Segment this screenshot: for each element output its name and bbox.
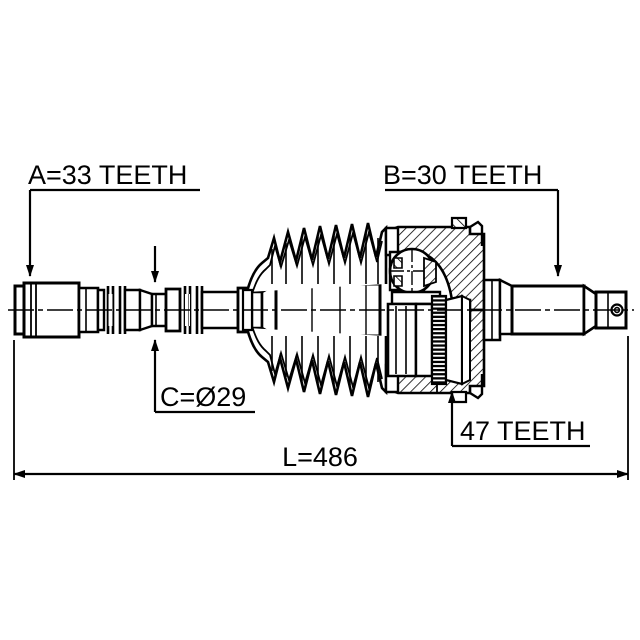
- dimension-overall-length: [13, 336, 629, 480]
- leader-spline-b: [385, 188, 562, 277]
- label-spline-b: B=30 TEETH: [383, 160, 542, 190]
- dimension-lines: [13, 188, 629, 480]
- label-overall-length: L=486: [282, 442, 358, 472]
- left-spline-end: [13, 281, 100, 339]
- label-abs-ring-teeth: 47 TEETH: [460, 416, 586, 446]
- cv-joint-ball-bearing: [388, 247, 442, 306]
- cv-joint-outer-housing: [384, 216, 486, 404]
- cv-joint-inner-race: [386, 302, 434, 378]
- rubber-boot-bellows: [241, 222, 388, 398]
- dimension-labels: A=33 TEETH B=30 TEETH C=Ø29 47 TEETH L=4…: [28, 160, 586, 472]
- abs-tone-ring: [430, 294, 471, 392]
- label-spline-a: A=33 TEETH: [28, 160, 187, 190]
- label-diameter-c: C=Ø29: [160, 382, 246, 412]
- leader-spline-a: [26, 188, 200, 277]
- shaft-assembly-geometry: [8, 216, 634, 404]
- dimension-diameter-c: [151, 246, 255, 414]
- leader-abs-ring: [448, 391, 590, 448]
